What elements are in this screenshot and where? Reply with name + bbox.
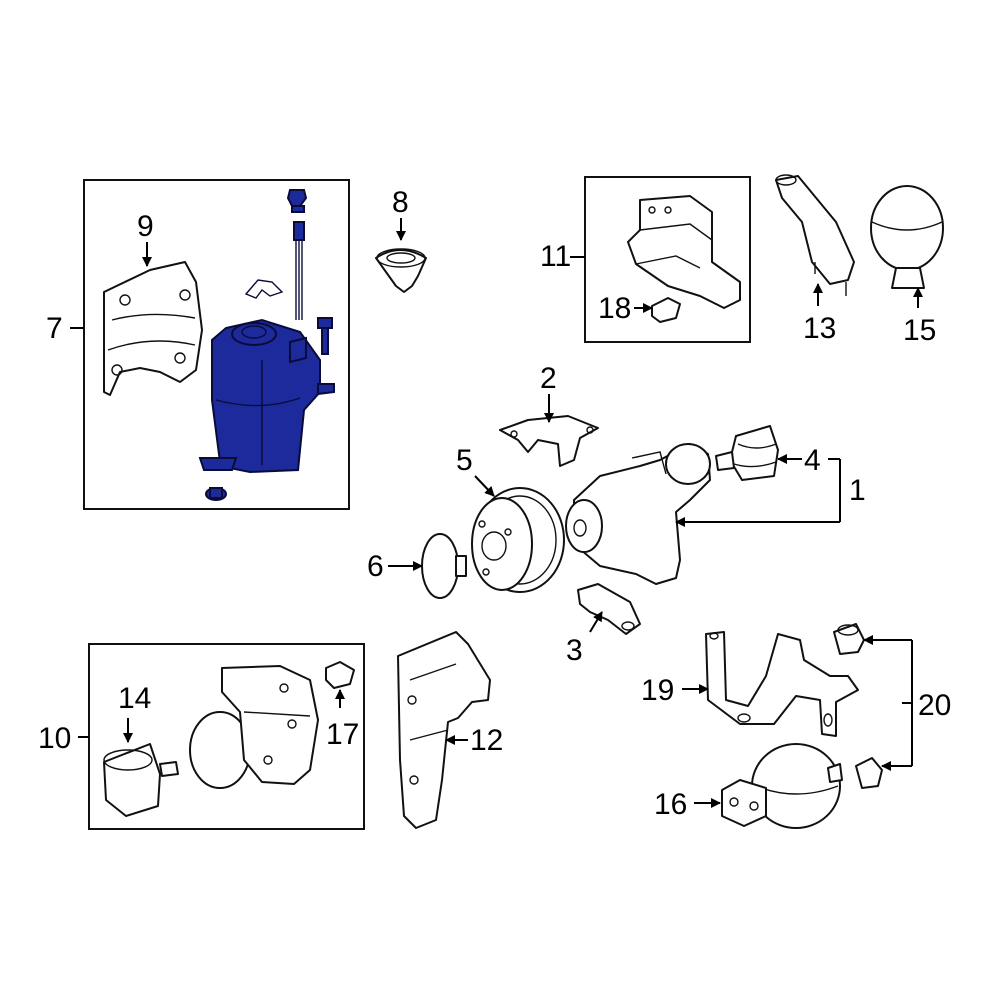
callout-12: 12 [470, 724, 503, 757]
mounting-bolt[interactable] [317, 317, 333, 355]
bracket-part-19[interactable] [705, 631, 859, 737]
sensor-part-18[interactable] [651, 297, 681, 323]
callout-5: 5 [456, 444, 473, 477]
pump-part-1[interactable] [565, 443, 711, 585]
callout-6: 6 [367, 550, 384, 583]
callout-3: 3 [566, 634, 583, 667]
callout-11: 11 [540, 240, 571, 273]
callout-4: 4 [804, 444, 821, 477]
callout-19: 19 [641, 674, 674, 707]
callout-8: 8 [392, 186, 409, 219]
heat-shield-part-9[interactable] [103, 261, 203, 396]
dipstick-rod[interactable] [293, 221, 305, 320]
shield-part-12[interactable] [397, 631, 491, 829]
callout-7: 7 [46, 312, 63, 345]
callout-1: 1 [849, 474, 866, 507]
group-box-7 [70, 179, 350, 510]
accumulator-part-15[interactable] [870, 185, 944, 289]
bracket-part-13[interactable] [775, 174, 855, 296]
callout-9: 9 [137, 210, 154, 243]
pump-assembly-part-10[interactable] [189, 665, 319, 789]
drain-grommet[interactable] [205, 487, 227, 501]
callout-20: 20 [918, 689, 951, 722]
pulley-part-5[interactable] [471, 487, 565, 593]
accumulator-part-16[interactable] [721, 743, 843, 829]
callout-17: 17 [326, 718, 359, 751]
fitting-part-20-lower[interactable] [855, 757, 883, 789]
callout-13: 13 [803, 312, 836, 345]
sensor-part-17[interactable] [325, 661, 355, 689]
damper-part-4[interactable] [715, 425, 779, 481]
valve-block-part-11[interactable] [627, 195, 741, 309]
group-box-10 [78, 643, 365, 830]
bracket-part-2[interactable] [499, 415, 599, 467]
callout-15: 15 [903, 314, 936, 347]
callout-10: 10 [38, 722, 71, 755]
reservoir-part-7[interactable] [198, 318, 335, 474]
cap-part-6[interactable] [421, 533, 467, 599]
callout-2: 2 [540, 362, 557, 395]
callout-18: 18 [598, 292, 631, 325]
callout-14: 14 [118, 682, 151, 715]
bracket-part-3[interactable] [577, 583, 641, 635]
reservoir-cap[interactable] [286, 189, 308, 213]
group-box-11 [570, 176, 751, 343]
fitting-part-20-upper[interactable] [833, 623, 865, 655]
accumulator-part-14[interactable] [103, 743, 179, 817]
seal-part-8[interactable] [375, 248, 427, 293]
callout-16: 16 [654, 788, 687, 821]
retaining-clip[interactable] [244, 279, 284, 299]
